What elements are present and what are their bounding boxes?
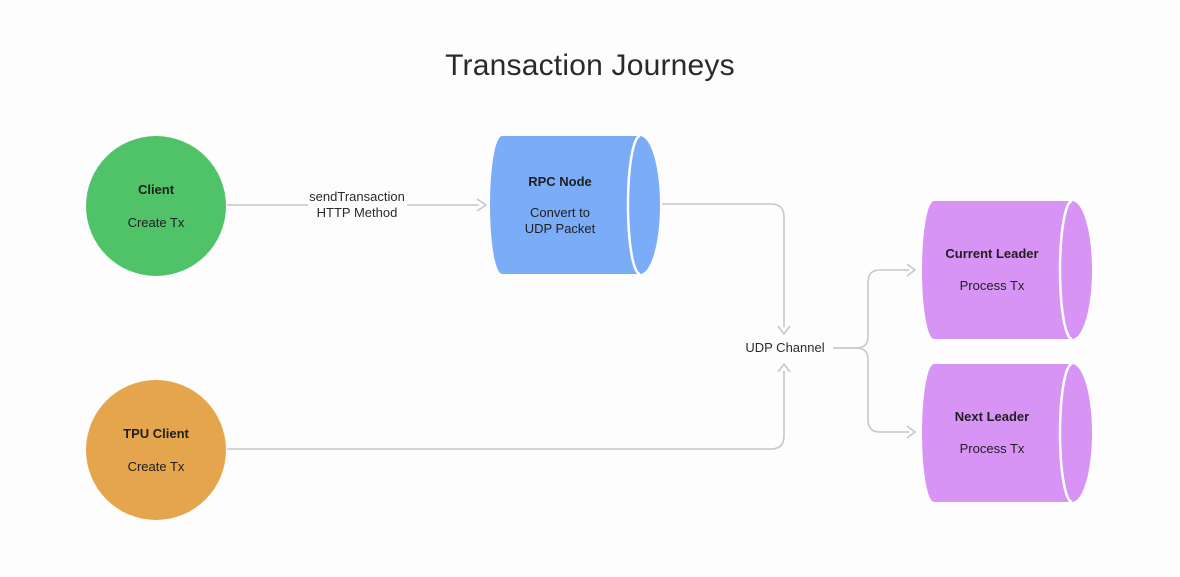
edge-label-send-transaction-line1: sendTransaction bbox=[309, 189, 405, 204]
next-leader-cap-arc bbox=[1058, 362, 1073, 504]
rpc-node-cap[interactable] bbox=[620, 136, 660, 274]
client-node-shape[interactable] bbox=[86, 136, 226, 276]
tpu-client-node-shape[interactable] bbox=[86, 380, 226, 520]
edge-label-send-transaction: sendTransaction HTTP Method bbox=[277, 189, 437, 221]
next-leader-node-shape[interactable] bbox=[922, 362, 1092, 504]
edge-client-to-rpc-arrowhead-icon bbox=[476, 198, 487, 212]
rpc-node-cap-arc bbox=[626, 134, 641, 276]
edge-tpu-to-udp bbox=[227, 371, 785, 450]
current-leader-body[interactable] bbox=[922, 201, 1072, 339]
page-title: Transaction Journeys bbox=[445, 49, 735, 82]
current-leader-cap[interactable] bbox=[1052, 201, 1092, 339]
rpc-node-body[interactable] bbox=[490, 136, 640, 274]
rpc-node-shape[interactable] bbox=[490, 134, 660, 276]
edge-label-send-transaction-line2: HTTP Method bbox=[316, 205, 398, 220]
next-leader-body[interactable] bbox=[922, 364, 1072, 502]
edge-udp-to-current-leader bbox=[833, 269, 909, 349]
connector-group bbox=[227, 198, 916, 450]
edge-udp-to-current-leader-arrowhead-icon bbox=[906, 263, 916, 277]
edge-rpc-to-udp-arrowhead-icon bbox=[777, 325, 791, 335]
current-leader-cap-arc bbox=[1058, 199, 1073, 341]
edge-label-udp-channel: UDP Channel bbox=[745, 340, 825, 355]
next-leader-cap[interactable] bbox=[1052, 364, 1092, 502]
current-leader-node-shape[interactable] bbox=[922, 199, 1092, 341]
edge-udp-to-next-leader bbox=[833, 347, 909, 433]
edge-udp-to-next-leader-arrowhead-icon bbox=[906, 425, 916, 439]
edge-rpc-to-udp bbox=[662, 203, 785, 327]
edge-tpu-to-udp-arrowhead-icon bbox=[777, 363, 791, 373]
